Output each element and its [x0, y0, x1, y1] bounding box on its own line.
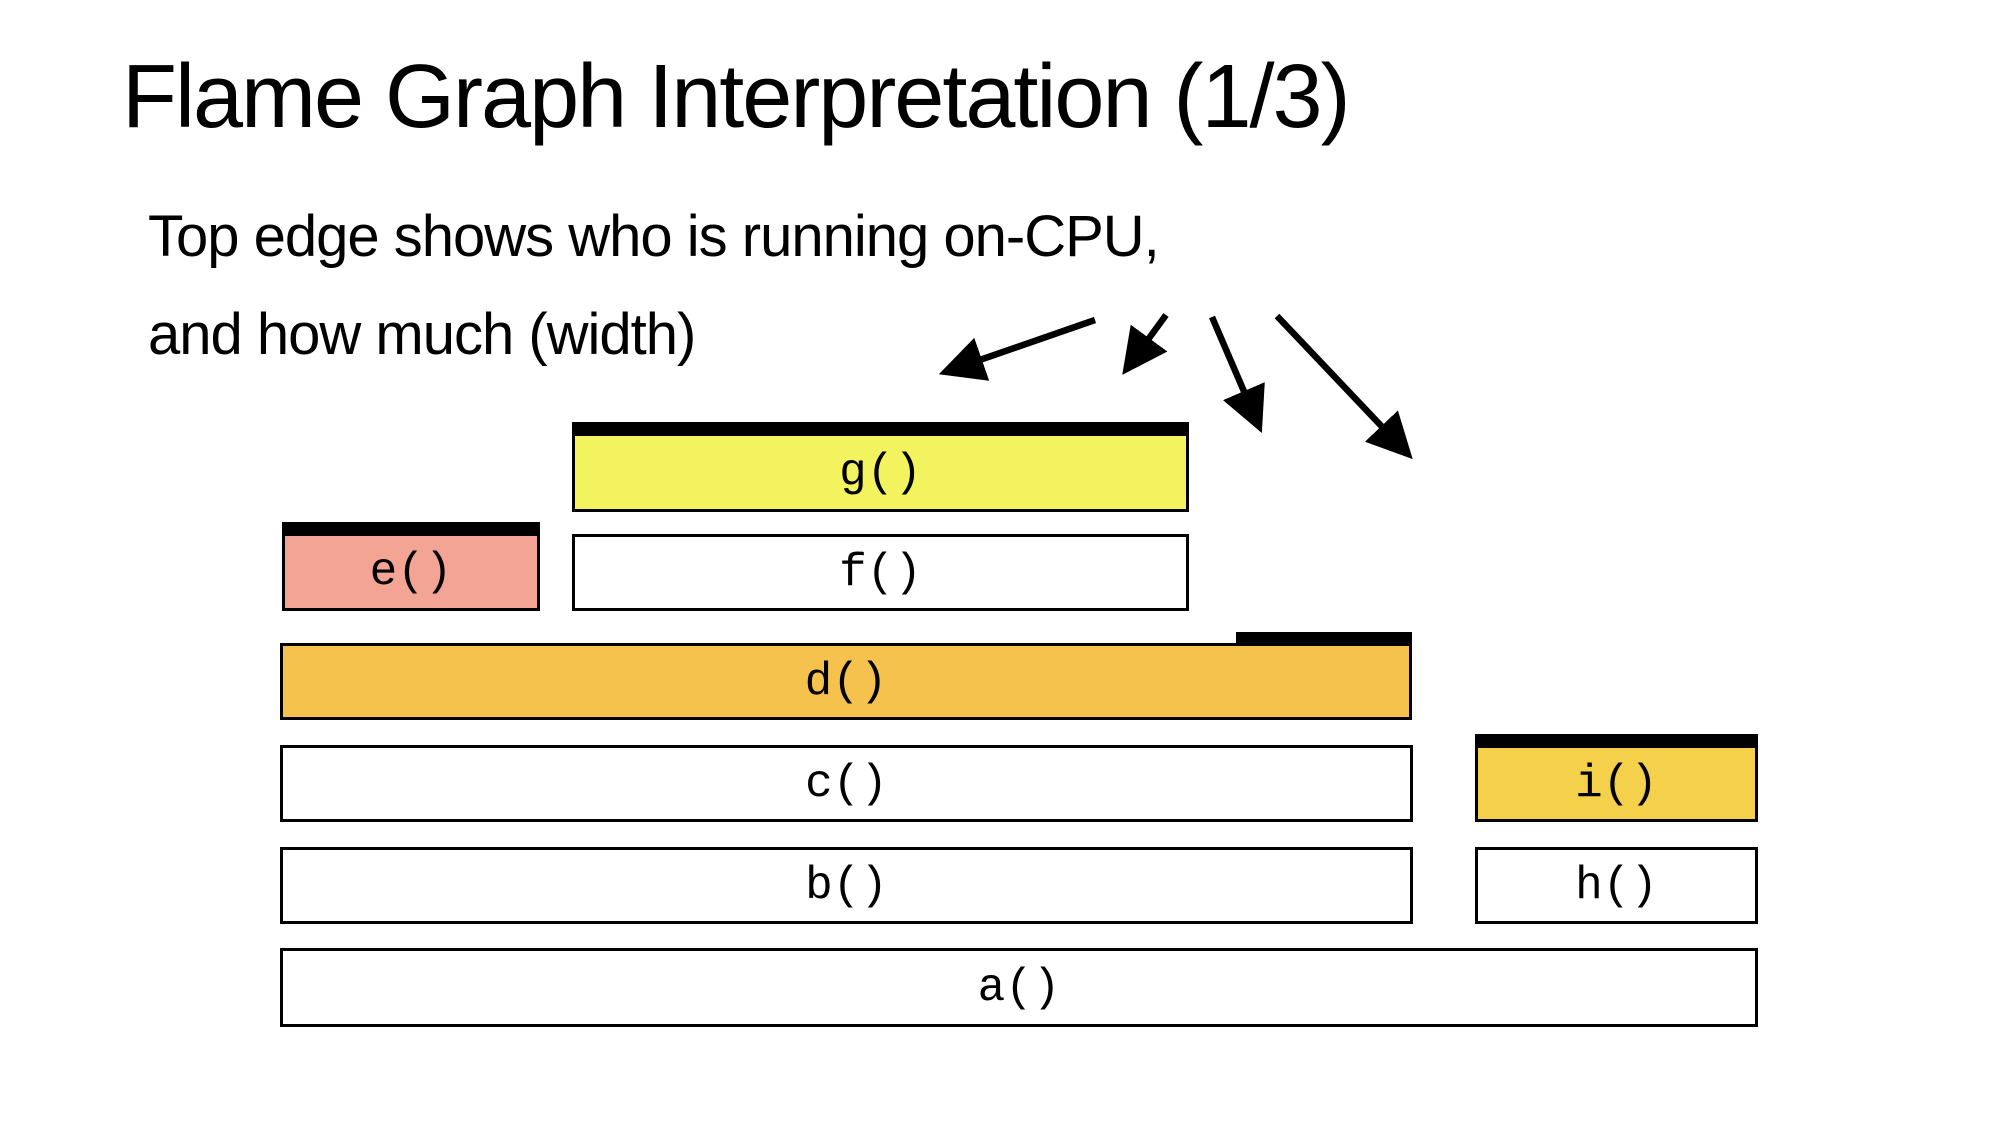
- caption-line-1: Top edge shows who is running on-CPU,: [148, 204, 1160, 269]
- frame-label-c: c(): [805, 757, 888, 810]
- frame-h: h(): [1475, 847, 1758, 924]
- on-cpu-top-edge-e: [282, 522, 540, 533]
- frame-b: b(): [280, 847, 1413, 924]
- frame-c: c(): [280, 745, 1413, 822]
- frame-i: i(): [1475, 745, 1758, 822]
- frame-label-f: f(): [839, 546, 922, 599]
- frame-g: g(): [572, 433, 1189, 512]
- frame-e: e(): [282, 533, 540, 611]
- frame-label-b: b(): [805, 859, 888, 912]
- frame-label-e: e(): [369, 546, 453, 598]
- slide-title: Flame Graph Interpretation (1/3): [122, 47, 1351, 147]
- frame-label-d: d(): [804, 655, 888, 708]
- on-cpu-top-edge-g: [572, 422, 1189, 433]
- caption-line-2: and how much (width): [148, 302, 696, 367]
- frame-label-g: g(): [839, 446, 922, 499]
- frame-d: d(): [280, 643, 1412, 720]
- frame-label-h: h(): [1575, 859, 1658, 912]
- frame-f: f(): [572, 534, 1189, 611]
- frame-label-i: i(): [1575, 757, 1658, 810]
- frame-label-a: a(): [977, 961, 1061, 1014]
- on-cpu-top-edge-i: [1475, 734, 1758, 745]
- on-cpu-top-edge-d: [1236, 632, 1412, 643]
- frame-a: a(): [280, 948, 1758, 1027]
